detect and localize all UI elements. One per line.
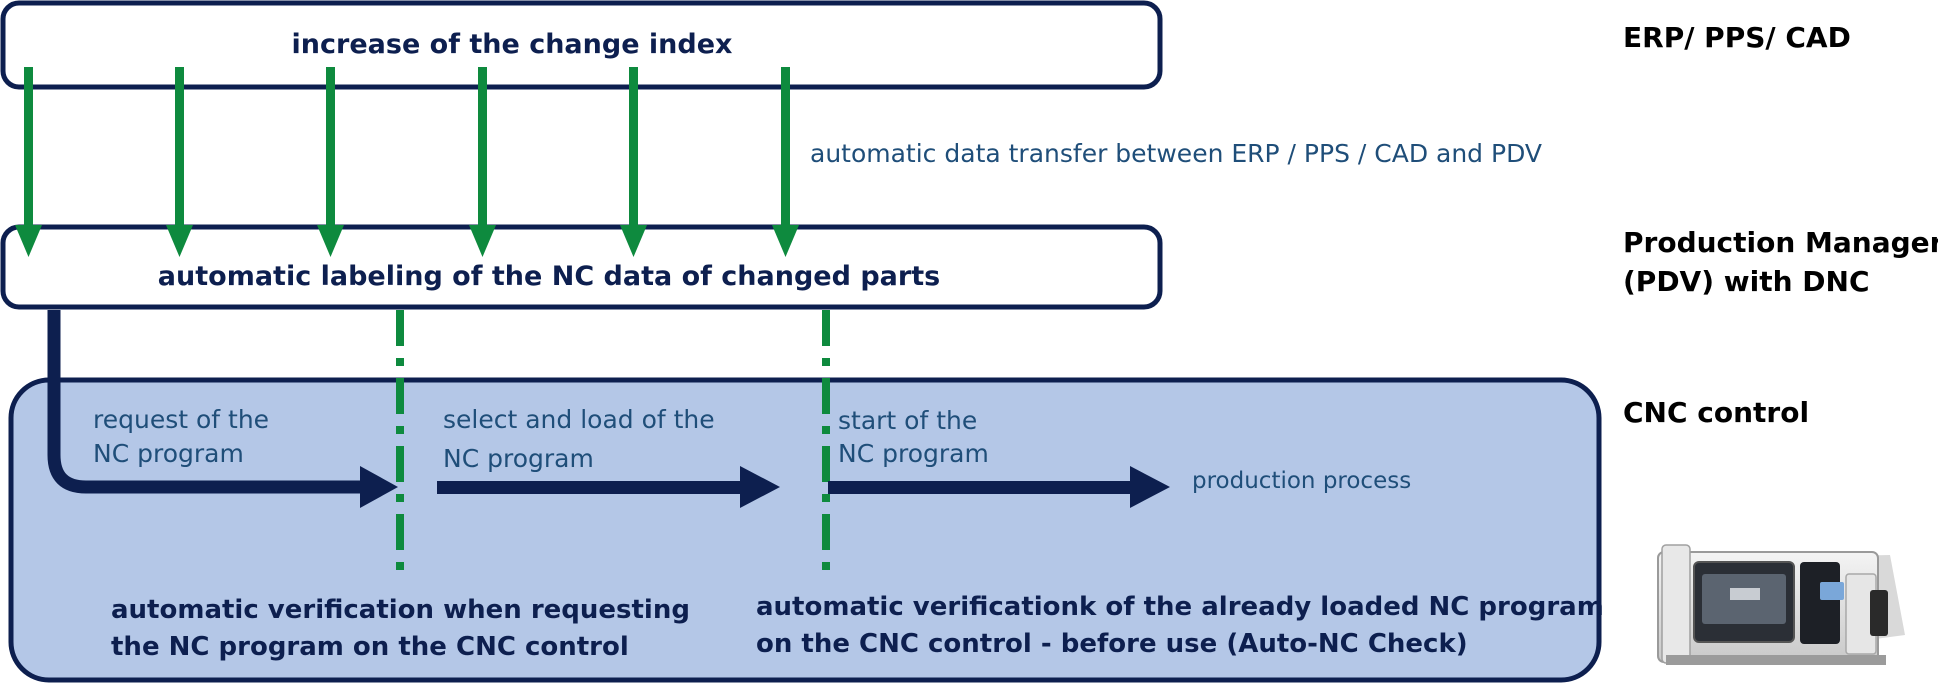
cnc-machine-icon xyxy=(1657,544,1905,665)
green-arrow-1 xyxy=(15,67,42,257)
nc-labeling-box xyxy=(0,224,1163,310)
change-index-label: increase of the change index xyxy=(292,29,733,60)
nc-labeling-label: automatic labeling of the NC data of cha… xyxy=(158,261,940,292)
layer-label-cnc: CNC control xyxy=(1623,396,1809,429)
select-flow-arrow-line xyxy=(437,481,745,494)
transfer-label: automatic data transfer between ERP / PP… xyxy=(810,139,1542,168)
step-request-line1: request of the xyxy=(93,405,269,434)
verification-left-line1: automatic verification when requesting xyxy=(111,595,690,625)
green-arrow-2 xyxy=(166,67,193,257)
cnc-control-panel xyxy=(8,377,1602,683)
request-flow-arrowhead xyxy=(360,466,398,508)
verification-left-line2: the NC program on the CNC control xyxy=(111,632,629,662)
step-request-line2: NC program xyxy=(93,439,244,468)
step-select-line1: select and load of the xyxy=(443,405,715,434)
step-select-line2: NC program xyxy=(443,444,594,473)
step-start-line1: start of the xyxy=(838,406,977,435)
step-production: production process xyxy=(1192,468,1411,494)
step-start-line2: NC program xyxy=(838,439,989,468)
request-flow-arrow-line xyxy=(47,310,365,494)
green-arrow-4 xyxy=(469,67,496,257)
green-arrow-3 xyxy=(317,67,344,257)
change-index-box xyxy=(0,0,1163,90)
start-flow-arrowhead xyxy=(1130,466,1170,508)
start-flow-arrow-line xyxy=(828,481,1136,494)
green-down-arrows xyxy=(15,67,799,257)
layer-label-erp: ERP/ PPS/ CAD xyxy=(1623,21,1851,54)
green-arrow-5 xyxy=(620,67,647,257)
verification-right-line2: on the CNC control - before use (Auto-NC… xyxy=(756,629,1468,659)
green-arrow-6 xyxy=(772,67,799,257)
verification-right-line1: automatic verificationk of the already l… xyxy=(756,592,1604,622)
layer-label-pdv-line2: (PDV) with DNC xyxy=(1623,265,1870,298)
select-flow-arrowhead xyxy=(740,466,780,508)
layer-label-pdv-line1: Production Manager xyxy=(1623,226,1938,259)
